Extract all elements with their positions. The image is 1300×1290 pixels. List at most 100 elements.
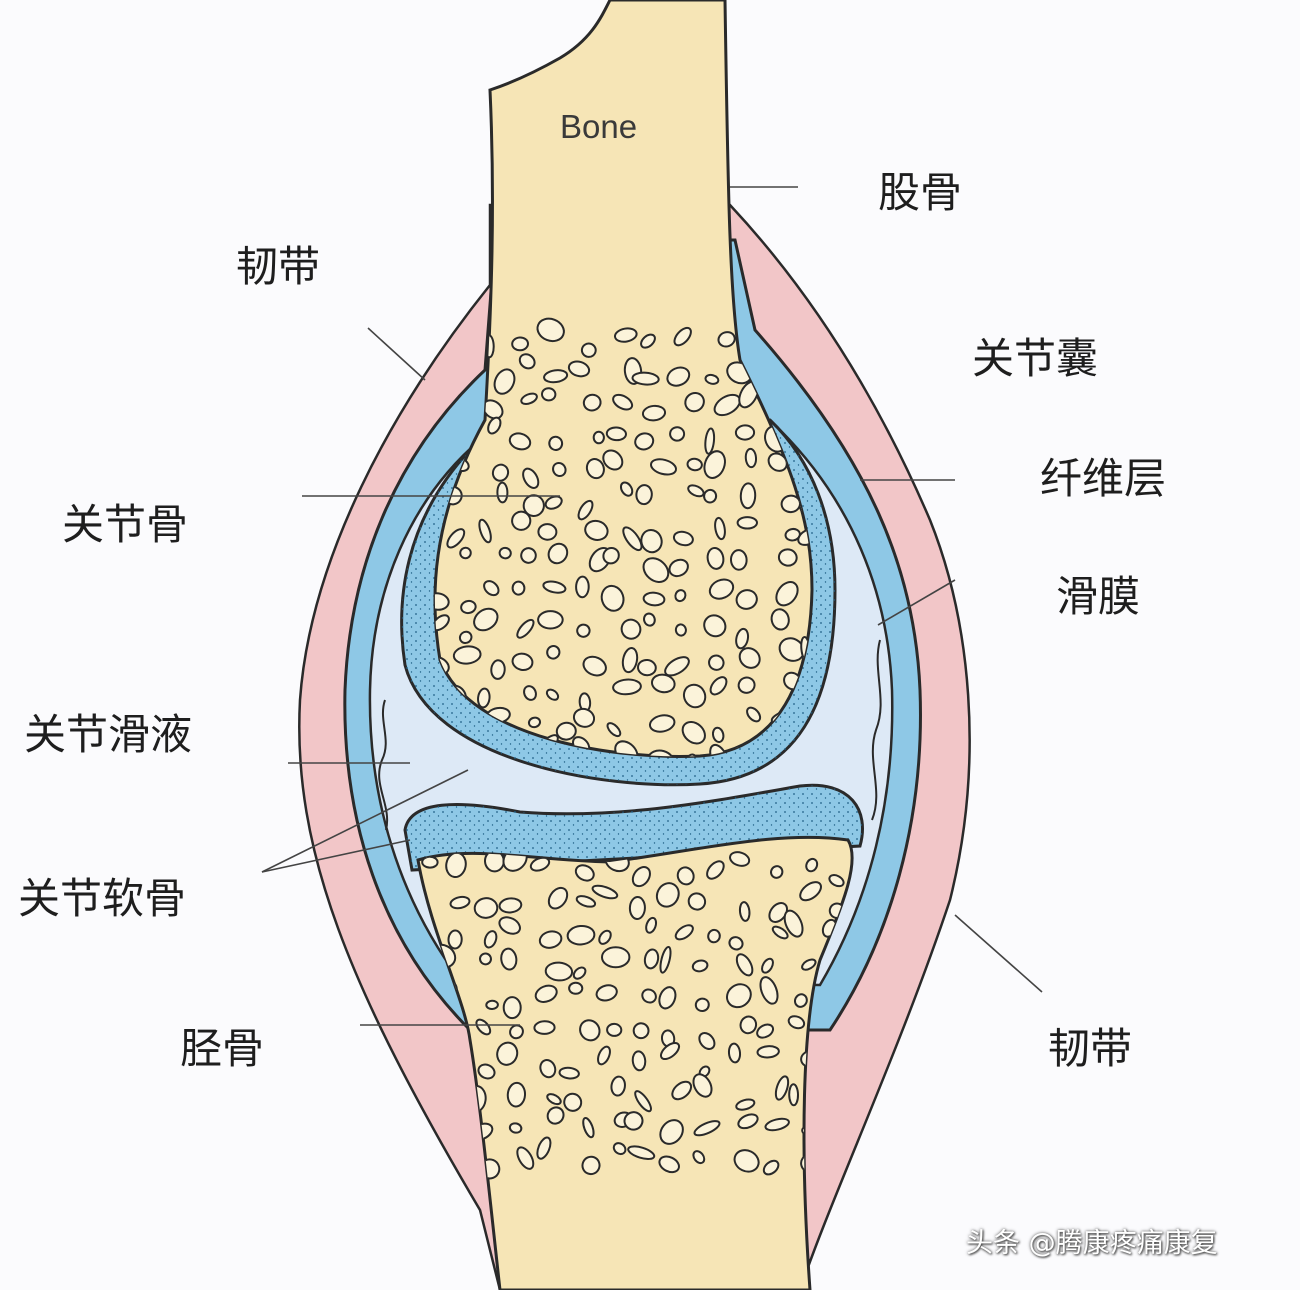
bone-pore <box>606 722 622 738</box>
bone-pore <box>563 1092 583 1112</box>
bone-pore <box>669 426 686 442</box>
bone-pore <box>555 721 577 741</box>
bone-pore <box>421 855 439 869</box>
bone-pore <box>681 720 706 745</box>
bone-pore <box>693 1120 721 1137</box>
bone-pore <box>707 928 721 944</box>
bone-pore <box>574 864 595 882</box>
bone-pore <box>548 435 564 451</box>
bone-pore <box>622 526 643 552</box>
bone-pore <box>572 966 587 980</box>
bone-pore <box>520 547 537 564</box>
bone-pore <box>547 886 569 910</box>
bone-pore <box>650 458 677 476</box>
bone-pore <box>623 1111 644 1131</box>
bone-pore <box>775 581 799 607</box>
bone-pore <box>558 1066 580 1080</box>
bone-pore <box>703 450 726 479</box>
bone-pore <box>536 317 565 343</box>
bone-pore <box>612 1142 627 1156</box>
bone-pore <box>709 676 728 696</box>
bone-pore <box>500 947 518 971</box>
bone-pore <box>459 546 472 560</box>
bone-pore <box>491 463 510 482</box>
bone-pore <box>577 499 594 521</box>
bone-pore <box>686 457 703 472</box>
bone-pore <box>568 981 584 995</box>
bone-pore <box>511 580 526 596</box>
label-ligament-upper: 韧带 <box>236 242 321 291</box>
bone-pore <box>595 984 618 1002</box>
bone-pore <box>774 1075 790 1101</box>
bone-pore <box>477 1063 496 1080</box>
bone-pore <box>520 392 538 405</box>
bone-pore <box>632 1022 650 1040</box>
bone-pore <box>546 1106 565 1125</box>
bone-pore <box>538 930 563 949</box>
bone-pore <box>621 647 639 674</box>
bone-pore <box>635 484 653 506</box>
bone-pore <box>498 546 512 560</box>
bone-pore <box>605 426 627 442</box>
bone-pore <box>771 925 789 940</box>
bone-pore <box>659 945 672 974</box>
bone-pore <box>706 860 725 880</box>
bone-pore <box>460 599 477 615</box>
bone-pore <box>434 614 450 632</box>
bone-pore <box>687 892 707 911</box>
bone-pore <box>634 1090 652 1113</box>
bone-pore <box>552 461 567 478</box>
bone-pore <box>506 1081 527 1108</box>
bone-pore <box>735 589 758 610</box>
bone-pore <box>658 1155 680 1174</box>
bone-pore <box>493 368 516 395</box>
bone-pore <box>534 984 558 1003</box>
bone-pore <box>729 549 748 571</box>
bone-pore <box>496 1041 519 1066</box>
bone-pore <box>650 673 676 694</box>
bone-pore <box>539 1058 557 1079</box>
bone-pore <box>708 654 725 671</box>
bone-pore <box>529 856 551 872</box>
bone-pore <box>523 685 537 701</box>
bone-pore <box>475 1018 492 1036</box>
bone-pore <box>502 996 522 1020</box>
bone-pore <box>746 706 762 723</box>
bone-pore <box>522 467 540 489</box>
leader-lines <box>261 186 1043 1026</box>
bone-pore <box>508 432 532 451</box>
bone-pore <box>544 961 574 982</box>
label-femur: 股骨 <box>878 168 963 217</box>
bone-pore <box>483 580 500 597</box>
bone-pore <box>602 449 624 471</box>
bone-pore <box>673 326 692 347</box>
bone-pore <box>761 957 774 974</box>
bone-pore <box>687 484 705 498</box>
bone-pore <box>739 1015 758 1035</box>
bone-pore <box>706 546 725 570</box>
bone-pore <box>498 897 523 914</box>
bone-pore <box>694 997 710 1013</box>
bone-pore <box>658 986 677 1010</box>
bone-pore <box>434 592 450 611</box>
label-joint-capsule: 关节囊 <box>972 334 1099 383</box>
bone-pore <box>659 1041 681 1061</box>
bone-pore <box>537 523 558 541</box>
bone-pore <box>759 976 779 1005</box>
bone-pore <box>762 1159 780 1176</box>
bone-pore <box>799 881 822 902</box>
bone-pore <box>418 1149 424 1173</box>
bone-label: Bone <box>560 108 638 145</box>
bone-pore <box>575 575 590 599</box>
bone-pore <box>511 652 534 671</box>
bone-pore <box>783 909 804 938</box>
bone-pore <box>735 953 754 977</box>
bone-pore <box>447 929 463 950</box>
bone-pore <box>458 630 473 645</box>
bone-pore <box>738 901 751 922</box>
bone-pore <box>704 427 716 455</box>
bone-pore <box>645 916 658 934</box>
bone-pore <box>614 327 638 343</box>
bone-pore <box>698 1032 716 1050</box>
